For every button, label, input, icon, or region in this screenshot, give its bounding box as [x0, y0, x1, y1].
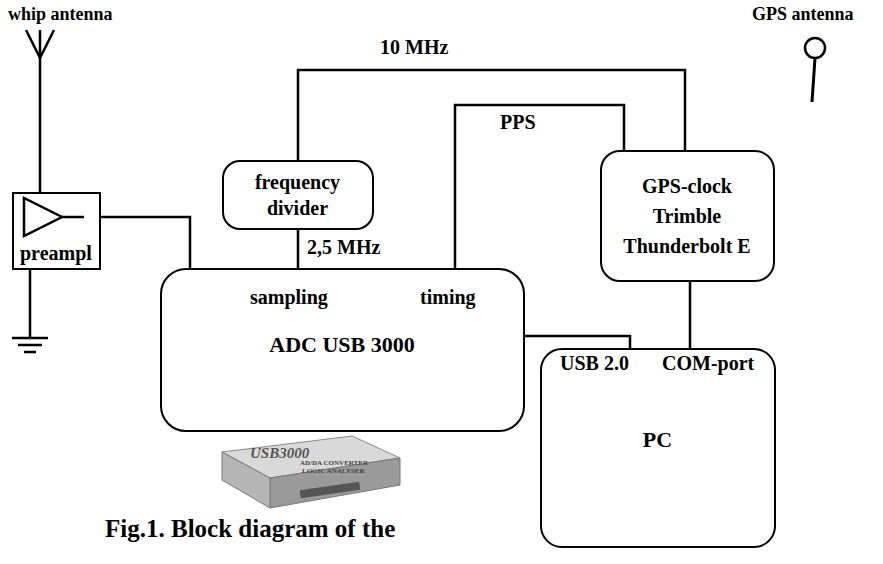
box-text: frequency divider [233, 169, 363, 221]
signal-wire [101, 217, 190, 268]
signal-wire [525, 336, 630, 348]
box-text: PC [643, 427, 672, 452]
gps-antenna-symbol [805, 38, 825, 102]
box-text: timing [420, 286, 476, 309]
box-text: COM-port [662, 352, 754, 375]
signal-wire [298, 70, 685, 160]
antenna-label: whip antenna [8, 4, 113, 25]
preamp-box: preampl [12, 192, 101, 270]
device-print: LOGIC ANALYSER [302, 467, 365, 475]
ground-symbol [12, 270, 48, 352]
antenna-label: GPS antenna [752, 4, 854, 25]
device-photo [222, 436, 400, 508]
whip-antenna-symbol [26, 30, 54, 192]
amplifier-symbol [24, 198, 84, 236]
figure-caption: Fig.1. Block diagram of the [105, 515, 395, 544]
signal-wire [455, 105, 624, 268]
box-text: USB 2.0 [560, 352, 629, 375]
pc-box: USB 2.0 COM-portPC [540, 348, 776, 548]
signal-label: PPS [498, 111, 538, 134]
gps-clock-box: GPS-clock Trimble Thunderbolt E [600, 150, 775, 282]
signal-label: 10 MHz [378, 36, 450, 59]
divider-box: frequency divider [222, 160, 374, 230]
box-text: ADC USB 3000 [269, 332, 414, 357]
box-text: preampl [20, 242, 92, 265]
signal-wire [689, 282, 692, 348]
box-text: GPS-clock Trimble Thunderbolt E [612, 171, 762, 261]
box-text: sampling [250, 286, 328, 309]
signal-wire [297, 230, 300, 268]
adc-box: sampling timingADC USB 3000 [160, 268, 525, 432]
device-print: AD/DA CONVERTER [300, 459, 368, 467]
signal-label: 2,5 MHz [305, 236, 382, 259]
